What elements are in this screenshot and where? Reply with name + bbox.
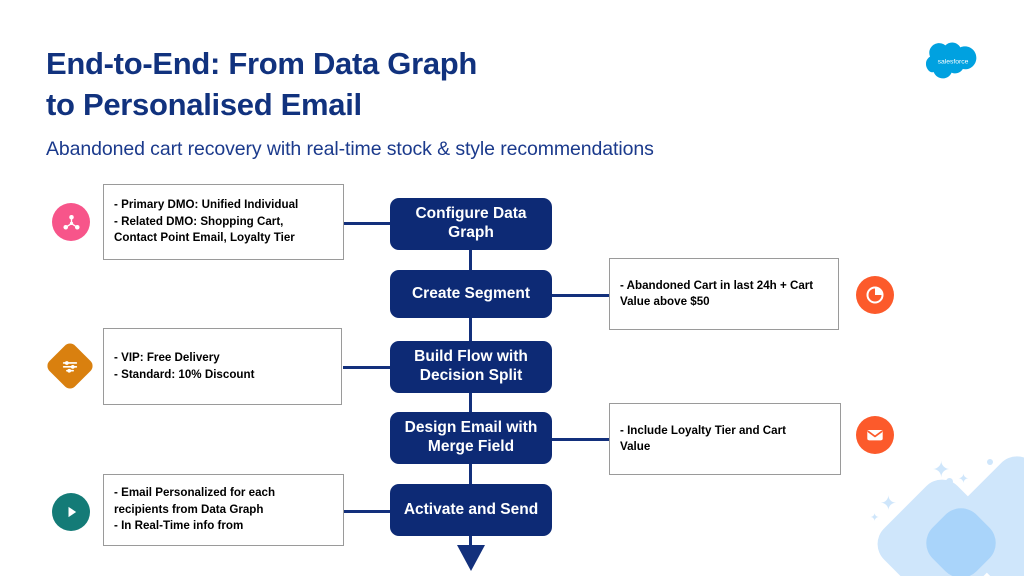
flow-step-build-flow-decision-split[interactable]: Build Flow with Decision Split	[390, 341, 552, 393]
page-subtitle: Abandoned cart recovery with real-time s…	[46, 138, 654, 160]
flow-step-create-segment[interactable]: Create Segment	[390, 270, 552, 318]
connector-step1-step2	[469, 248, 472, 272]
flow-step-configure-data-graph[interactable]: Configure Data Graph	[390, 198, 552, 250]
note-merge-field: - Include Loyalty Tier and Cart Value	[609, 403, 841, 475]
sparkle-icon-1: ✦	[932, 458, 951, 483]
connector-step5-arrow	[469, 534, 472, 554]
note-segment: - Abandoned Cart in last 24h + Cart Valu…	[609, 258, 839, 330]
sparkle-icon-4: ✦	[870, 511, 880, 524]
play-activate-icon	[52, 493, 90, 531]
segment-pie-icon	[856, 276, 894, 314]
connector-step2-step3	[469, 316, 472, 342]
page-title: End-to-End: From Data Graph to Personali…	[46, 46, 478, 122]
decision-split-icon	[44, 340, 96, 392]
flow-end-arrow-icon	[457, 545, 485, 571]
connector-step3-step4	[469, 392, 472, 413]
leader-note-data-graph	[343, 222, 393, 225]
leader-note-activate	[343, 510, 393, 513]
decorative-dot-1	[946, 478, 953, 485]
decorative-dot-2	[987, 459, 993, 465]
note-decision-split: - VIP: Free Delivery - Standard: 10% Dis…	[103, 328, 342, 405]
leader-note-segment	[549, 294, 611, 297]
sparkle-icon-2: ✦	[958, 472, 969, 487]
sparkle-icon-3: ✦	[880, 491, 897, 515]
email-envelope-icon	[856, 416, 894, 454]
leader-note-decision-split	[343, 366, 393, 369]
flow-step-design-email-merge-field[interactable]: Design Email with Merge Field	[390, 412, 552, 464]
data-graph-icon	[52, 203, 90, 241]
leader-note-merge-field	[549, 438, 611, 441]
flow-step-activate-and-send[interactable]: Activate and Send	[390, 484, 552, 536]
salesforce-logo: salesforce	[925, 42, 980, 80]
salesforce-wordmark: salesforce	[938, 59, 969, 66]
note-activate: - Email Personalized for each recipients…	[103, 474, 344, 546]
note-data-graph: - Primary DMO: Unified Individual - Rela…	[103, 184, 344, 260]
connector-step4-step5	[469, 463, 472, 486]
